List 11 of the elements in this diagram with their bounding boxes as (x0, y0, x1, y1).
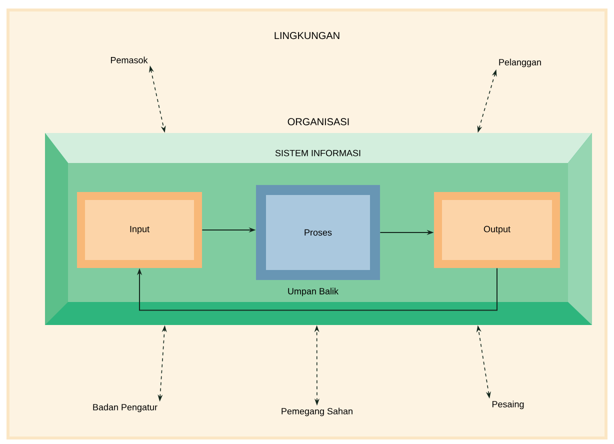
node-label: ORGANISASI (288, 118, 349, 126)
environment-label: Pemasok (110, 56, 148, 64)
environment-label: Badan Pengatur (93, 404, 158, 412)
environment-label: Pemegang Sahan (282, 408, 352, 416)
environment-label: Pesaing (492, 400, 524, 410)
feedback-arrow (136, 268, 498, 311)
environment-label: Pelanggan (499, 58, 541, 68)
node-label: SISTEM INFORMASI (275, 150, 360, 156)
process-box: Proses (256, 185, 380, 280)
output-box: Output (434, 192, 560, 268)
input-box: Input (77, 192, 202, 268)
